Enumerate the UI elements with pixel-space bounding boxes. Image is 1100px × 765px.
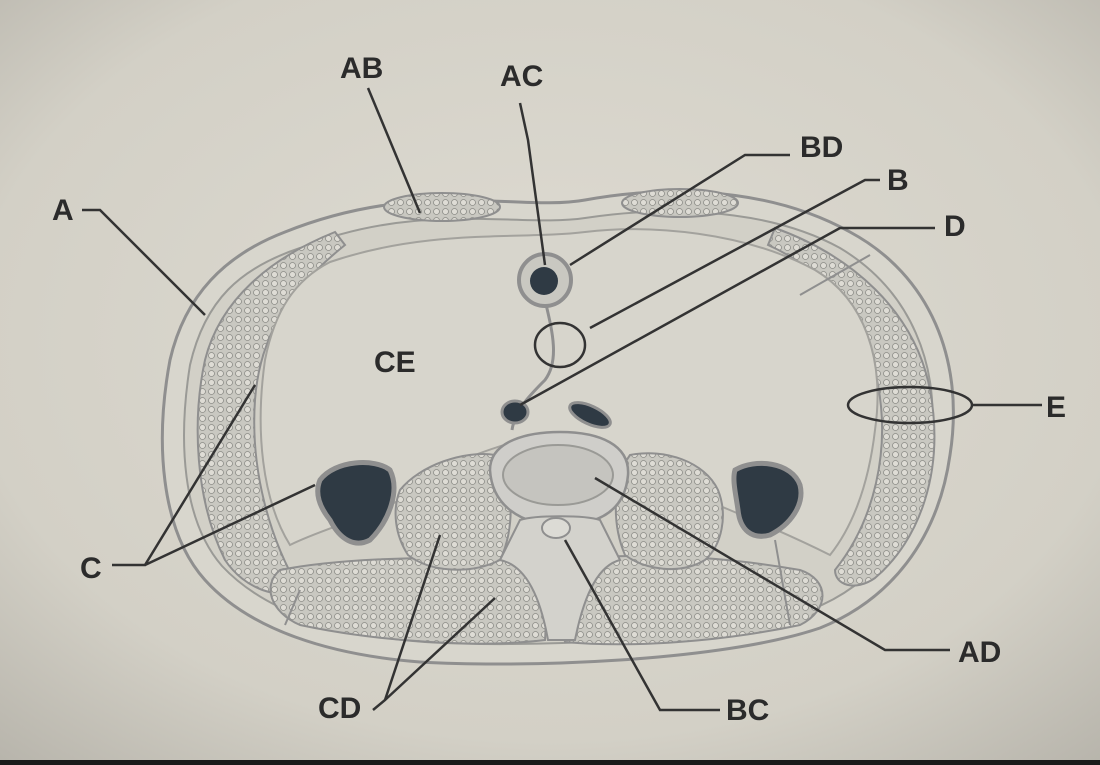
- label-A: A: [52, 194, 74, 227]
- label-CE: CE: [374, 346, 416, 379]
- label-BD: BD: [800, 131, 843, 164]
- label-D: D: [944, 210, 966, 243]
- label-B: B: [887, 164, 909, 197]
- aorta: [502, 401, 528, 423]
- spinal-cord: [542, 518, 570, 538]
- label-CD: CD: [318, 692, 361, 725]
- rectus-muscle-right: [622, 189, 738, 217]
- label-AC: AC: [500, 60, 543, 93]
- rectus-muscle-left: [384, 193, 500, 221]
- label-E: E: [1046, 391, 1066, 424]
- label-AD: AD: [958, 636, 1001, 669]
- gut-lumen: [530, 267, 558, 295]
- label-AB: AB: [340, 52, 383, 85]
- vertebral-body-center: [503, 445, 613, 505]
- label-BC: BC: [726, 694, 769, 727]
- label-C: C: [80, 552, 102, 585]
